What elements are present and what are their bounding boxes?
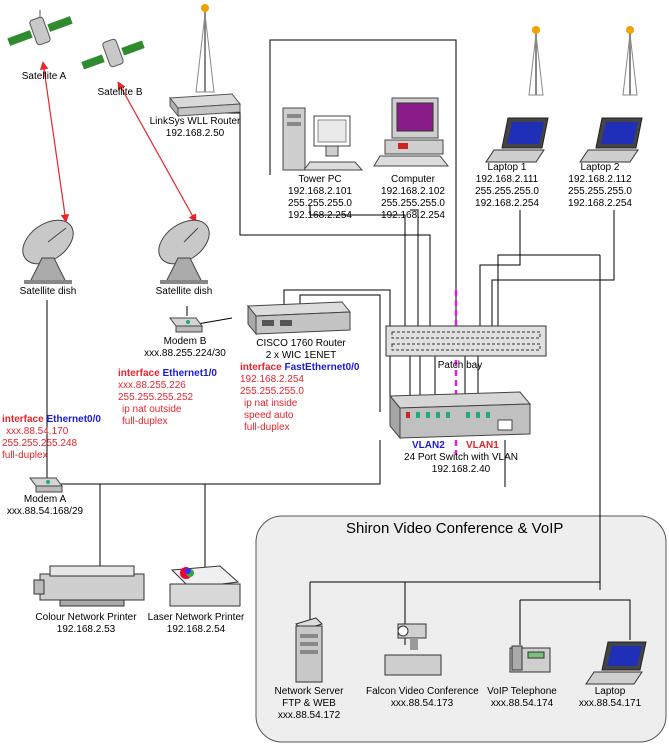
linksys-router-icon bbox=[169, 93, 241, 118]
laptop-voip-icon bbox=[585, 641, 647, 685]
interface-ethernet0-0-config: interface Ethernet0/0 xxx.88.54.170 255.… bbox=[2, 414, 101, 461]
computer-icon bbox=[373, 97, 450, 167]
satellite-dish-b-icon bbox=[158, 219, 210, 284]
satellite-b-label: Satellite B bbox=[97, 87, 143, 98]
dish-a-label: Satellite dish bbox=[19, 286, 77, 297]
laptop2-icon bbox=[579, 117, 643, 163]
video-conference-icon bbox=[384, 623, 442, 676]
switch-icon bbox=[388, 391, 532, 440]
interface-ethernet1-0-config: interface Ethernet1/0 xxx.88.255.226 255… bbox=[118, 368, 217, 427]
voip-panel bbox=[255, 515, 667, 743]
satellite-dish-a-icon bbox=[22, 219, 74, 284]
patch-bay-icon bbox=[385, 325, 547, 357]
vlan1-label: VLAN1 bbox=[466, 440, 499, 451]
panel-title: Shiron Video Conference & VoIP bbox=[346, 520, 564, 537]
cisco-router-icon bbox=[246, 301, 352, 336]
vlan2-label: VLAN2 bbox=[412, 440, 445, 451]
satellite-a-icon bbox=[7, 10, 73, 46]
satellite-a-label: Satellite A bbox=[21, 71, 67, 82]
colour-printer-icon bbox=[33, 565, 145, 607]
modem-b-icon bbox=[169, 317, 203, 333]
laptop1-antenna-icon bbox=[528, 26, 544, 96]
wll-antenna-icon bbox=[195, 4, 215, 93]
interface-fastethernet0-0-config: interface FastEthernet0/0 192.168.2.254 … bbox=[240, 362, 360, 433]
tower-pc-icon bbox=[282, 107, 364, 171]
satellite-links bbox=[39, 61, 197, 223]
laptop2-antenna-icon bbox=[622, 26, 638, 96]
modem-a-icon bbox=[29, 477, 63, 493]
voip-telephone-icon bbox=[509, 645, 551, 673]
patch-bay-label: Patch bay bbox=[437, 360, 483, 371]
satellite-b-icon bbox=[81, 38, 145, 70]
network-server-icon bbox=[295, 617, 323, 683]
laser-printer-icon bbox=[169, 565, 241, 607]
laptop1-icon bbox=[485, 117, 549, 163]
dish-b-label: Satellite dish bbox=[155, 286, 213, 297]
